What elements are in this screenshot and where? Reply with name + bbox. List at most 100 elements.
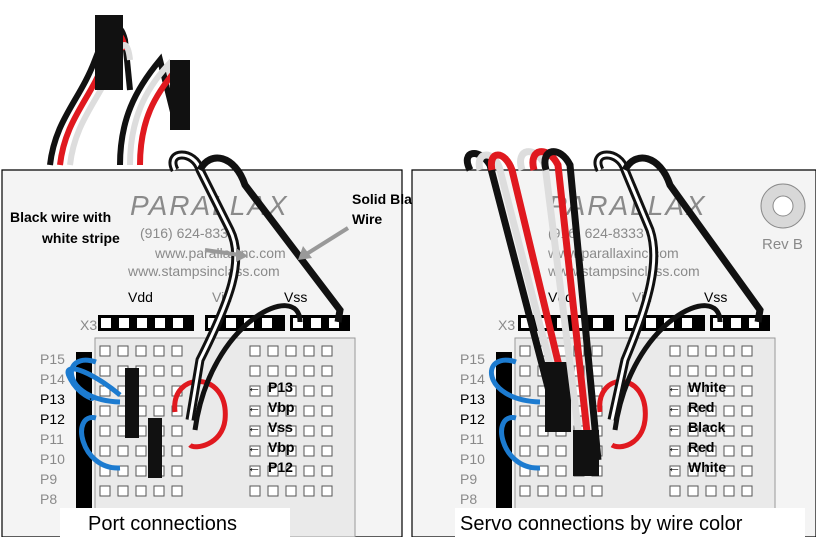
- breadboard-hole: [705, 485, 717, 497]
- right-color-arrow: ←: [667, 399, 681, 415]
- breadboard-hole: [321, 365, 333, 377]
- breadboard-hole: [321, 385, 333, 397]
- right-black-loop: [612, 303, 723, 431]
- breadboard-hole: [267, 405, 279, 417]
- breadboard-hole: [303, 345, 315, 357]
- breadboard-hole: [171, 425, 183, 437]
- breadboard-hole: [519, 365, 531, 377]
- breadboard-hole: [723, 345, 735, 357]
- breadboard-hole: [723, 445, 735, 457]
- right-servo-cable-1: [464, 150, 570, 396]
- left-vss-label: Vss: [284, 289, 307, 305]
- breadboard-hole: [249, 485, 261, 497]
- breadboard-hole: [321, 345, 333, 357]
- breadboard-hole: [723, 485, 735, 497]
- breadboard-hole: [519, 445, 531, 457]
- left-pin-arrow: ←: [247, 459, 261, 475]
- breadboard-hole: [285, 405, 297, 417]
- breadboard-hole: [303, 385, 315, 397]
- right-port-label: P12: [460, 411, 485, 427]
- right-mount-hole: [772, 195, 794, 217]
- right-caption: Servo connections by wire color: [460, 513, 743, 535]
- breadboard-hole: [723, 465, 735, 477]
- breadboard-hole: [741, 405, 753, 417]
- right-vss-label: Vss: [704, 289, 727, 305]
- breadboard-hole: [267, 485, 279, 497]
- left-vdd-label: Vdd: [128, 289, 153, 305]
- right-port-label: P15: [460, 351, 485, 367]
- breadboard-hole: [555, 485, 567, 497]
- breadboard-hole: [555, 465, 567, 477]
- left-callout-arrowhead-stripe: [236, 248, 248, 262]
- breadboard-hole: [555, 445, 567, 457]
- breadboard-hole: [303, 365, 315, 377]
- breadboard-hole: [669, 365, 681, 377]
- breadboard-hole: [519, 425, 531, 437]
- breadboard-hole: [723, 425, 735, 437]
- right-rev-text: Rev B: [762, 236, 803, 253]
- breadboard-hole: [687, 465, 699, 477]
- breadboard-hole: [267, 465, 279, 477]
- left-red-jumper: [172, 378, 228, 450]
- left-callout-arrow-solid: [303, 226, 350, 257]
- breadboard-hole: [705, 365, 717, 377]
- breadboard-hole: [267, 425, 279, 437]
- left-blue-jumper-p13: [69, 357, 121, 405]
- breadboard-hole: [153, 405, 165, 417]
- breadboard-hole: [99, 425, 111, 437]
- left-port-label: P11: [40, 431, 64, 447]
- breadboard-hole: [117, 445, 129, 457]
- breadboard-hole: [519, 385, 531, 397]
- breadboard-hole: [303, 445, 315, 457]
- right-color-label: Red: [688, 399, 714, 415]
- breadboard-hole: [741, 465, 753, 477]
- breadboard-hole: [705, 405, 717, 417]
- breadboard-hole: [135, 485, 147, 497]
- right-port-label: P13: [460, 391, 485, 407]
- right-port-labels: P15 P14 P13 P12 P11 P10 P9 P8: [460, 351, 485, 507]
- breadboard-hole: [267, 365, 279, 377]
- left-port-label: P14: [40, 371, 65, 387]
- left-callout-solid-line2: Wire: [352, 211, 382, 227]
- breadboard-hole: [153, 365, 165, 377]
- left-servo-connector-2: [170, 60, 190, 130]
- breadboard-hole: [153, 385, 165, 397]
- left-web2-text: www.stampsinclass.com: [127, 263, 280, 279]
- right-blue-jumper-p12: [499, 415, 541, 471]
- breadboard-hole: [99, 405, 111, 417]
- right-color-label: White: [688, 379, 726, 395]
- right-color-arrow: ←: [667, 379, 681, 395]
- breadboard-hole: [741, 385, 753, 397]
- breadboard-hole: [741, 445, 753, 457]
- right-port-label: P10: [460, 451, 485, 467]
- right-phone-text: (916) 624-8333: [548, 225, 644, 241]
- breadboard-hole: [705, 345, 717, 357]
- breadboard-hole: [303, 465, 315, 477]
- breadboard-hole: [591, 345, 603, 357]
- breadboard-hole: [303, 405, 315, 417]
- breadboard-hole: [99, 365, 111, 377]
- breadboard-hole: [705, 465, 717, 477]
- left-blue-jumper-p12: [79, 415, 121, 471]
- breadboard-hole: [117, 485, 129, 497]
- breadboard-hole: [303, 425, 315, 437]
- left-pin-label: Vbp: [268, 439, 294, 455]
- breadboard-hole: [669, 465, 681, 477]
- breadboard-hole: [687, 385, 699, 397]
- left-callout-arrow-stripe: [204, 248, 241, 257]
- left-pin-arrow: ←: [247, 439, 261, 455]
- breadboard-hole: [321, 485, 333, 497]
- left-port-label: P15: [40, 351, 65, 367]
- breadboard-hole: [249, 465, 261, 477]
- breadboard-hole: [687, 365, 699, 377]
- left-servo-connector-1: [95, 15, 123, 90]
- breadboard-hole: [285, 365, 297, 377]
- breadboard-hole: [705, 385, 717, 397]
- breadboard-hole: [267, 445, 279, 457]
- breadboard-hole: [303, 485, 315, 497]
- left-port-label: P8: [40, 491, 57, 507]
- breadboard-hole: [669, 425, 681, 437]
- breadboard-hole: [705, 445, 717, 457]
- right-port-label: P14: [460, 371, 485, 387]
